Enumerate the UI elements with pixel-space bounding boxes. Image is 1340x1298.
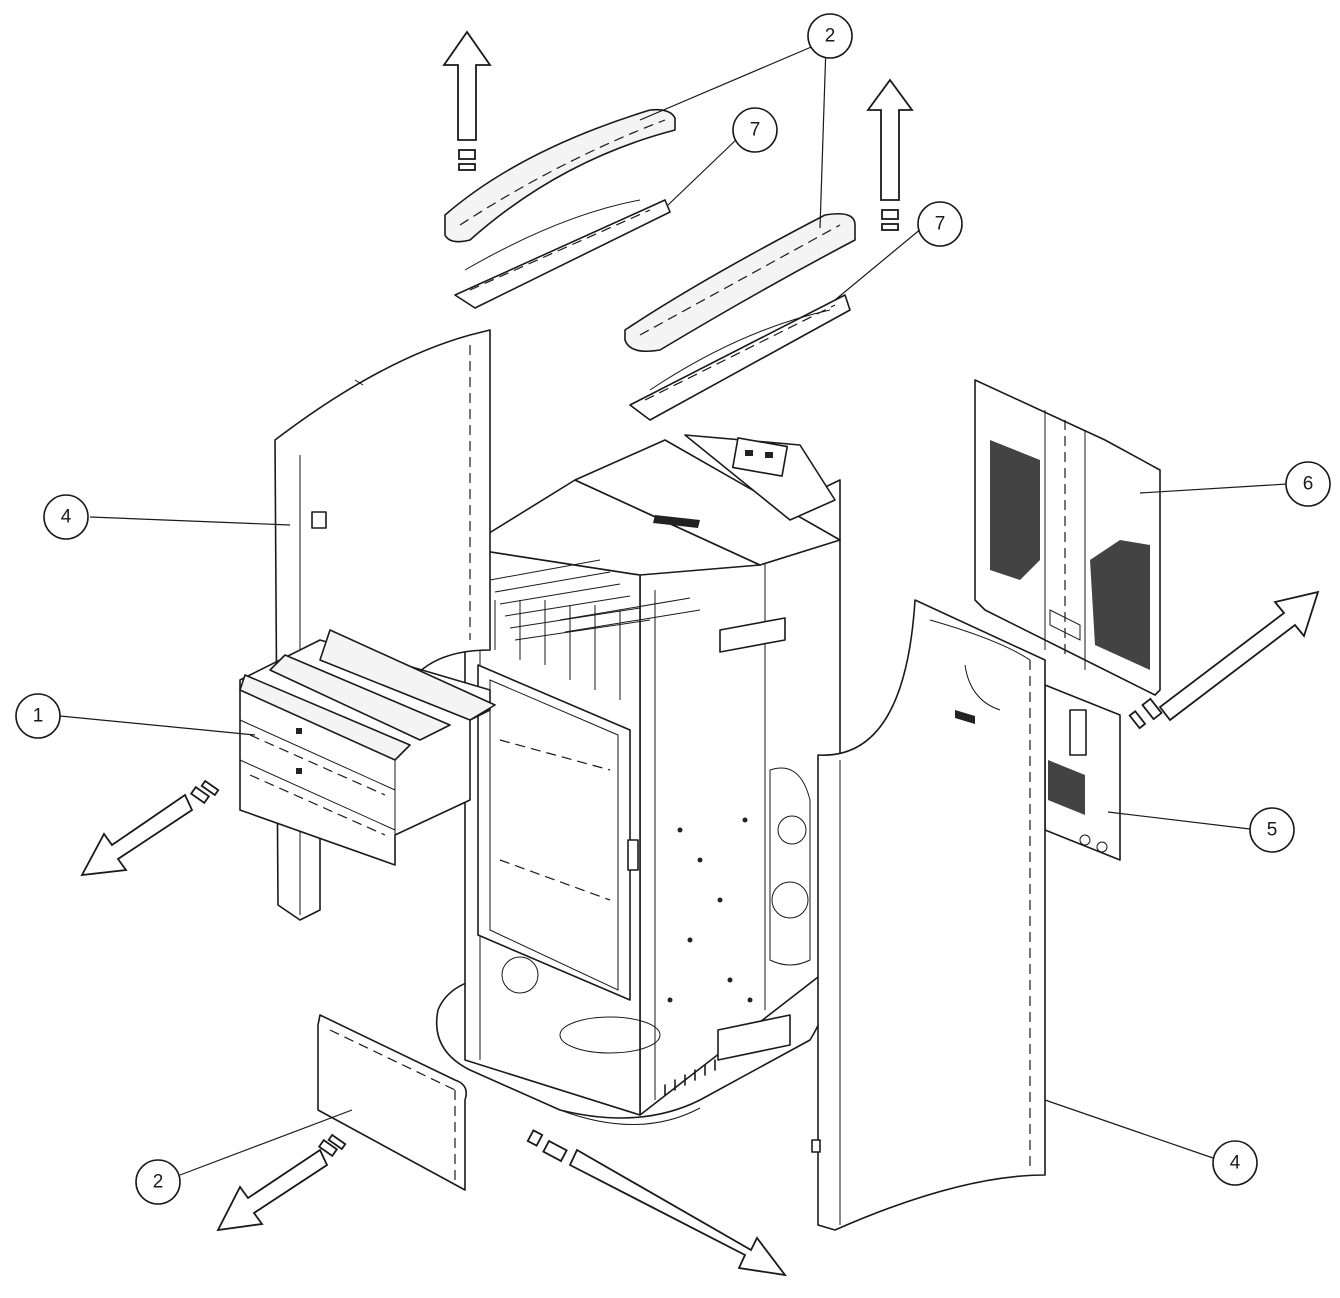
rear-grille-panel	[974, 379, 1161, 696]
arrow-left-lower	[216, 1133, 347, 1232]
rear-lower-panel	[1044, 684, 1121, 861]
callout-2-top: 2	[807, 13, 853, 59]
arrow-up-left	[442, 30, 492, 171]
callout-label: 2	[153, 1172, 164, 1193]
callout-label: 4	[1230, 1153, 1241, 1174]
right-side-panel	[811, 599, 1046, 1231]
callout-label: 6	[1303, 474, 1314, 495]
arrow-left-mid	[80, 779, 220, 877]
mounting-holes	[667, 817, 753, 1003]
callout-label: 5	[1267, 820, 1278, 841]
arrow-down-right	[526, 1129, 788, 1277]
top-cover-left	[444, 108, 676, 309]
callout-7-right: 7	[917, 201, 963, 247]
callout-label: 7	[935, 214, 946, 235]
callout-label: 7	[750, 120, 761, 141]
callout-label: 1	[33, 706, 44, 727]
front-tiles	[239, 629, 496, 866]
callout-5: 5	[1249, 807, 1295, 853]
callout-1: 1	[15, 693, 61, 739]
callout-2-lower-left: 2	[135, 1159, 181, 1205]
callout-6: 6	[1285, 461, 1331, 507]
bottom-vents	[664, 1059, 716, 1096]
callout-label: 4	[61, 507, 72, 528]
front-lower-panel	[317, 1014, 468, 1191]
arrow-up-right	[866, 78, 914, 231]
callout-label: 2	[825, 26, 836, 47]
callout-7-left: 7	[732, 107, 778, 153]
exchanger-tubes	[489, 559, 701, 700]
stove-body	[464, 434, 841, 1116]
leader-lines	[59, 44, 1288, 1176]
arrow-right-upper	[1128, 590, 1320, 730]
callout-4-right: 4	[1212, 1140, 1258, 1186]
top-cover-right	[624, 212, 856, 421]
callout-4-left: 4	[43, 494, 89, 540]
